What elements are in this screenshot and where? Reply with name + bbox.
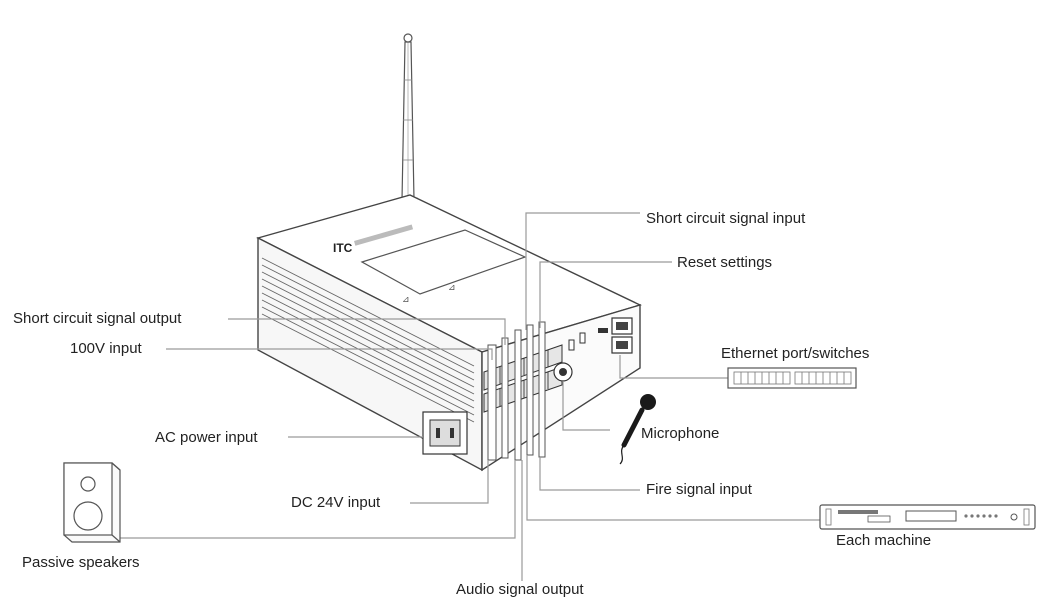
leader-lines [120, 212, 820, 581]
label-100v-input: 100V input [70, 340, 142, 357]
ethernet-ports [611, 317, 633, 354]
device-screen: ⊿ ⊿ [360, 229, 527, 304]
device-body: ⊿ ⊿ ITC [256, 194, 642, 472]
label-microphone: Microphone [641, 425, 720, 442]
microphone-graphic [619, 394, 656, 465]
antenna [398, 33, 418, 211]
label-short-circuit-signal-input: Short circuit signal input [646, 210, 806, 227]
label-each-machine: Each machine [836, 532, 932, 549]
ac-power-socket [422, 411, 468, 455]
rack-machine-graphic [819, 504, 1036, 530]
label-reset-settings: Reset settings [677, 254, 773, 271]
ethernet-switch [727, 367, 857, 389]
label-fire-signal-input: Fire signal input [646, 481, 752, 498]
label-short-circuit-signal-output: Short circuit signal output [13, 310, 182, 327]
svg-text:⊿: ⊿ [448, 282, 456, 292]
device-logo: ITC [333, 241, 353, 255]
passive-speaker-graphic [63, 462, 121, 543]
label-ac-power-input: AC power input [155, 429, 258, 446]
label-ethernet-port-switches: Ethernet port/switches [721, 345, 870, 362]
svg-text:⊿: ⊿ [402, 294, 410, 304]
label-passive-speakers: Passive speakers [22, 554, 140, 571]
label-audio-signal-output: Audio signal output [456, 581, 584, 598]
label-dc-24v-input: DC 24V input [291, 494, 381, 511]
